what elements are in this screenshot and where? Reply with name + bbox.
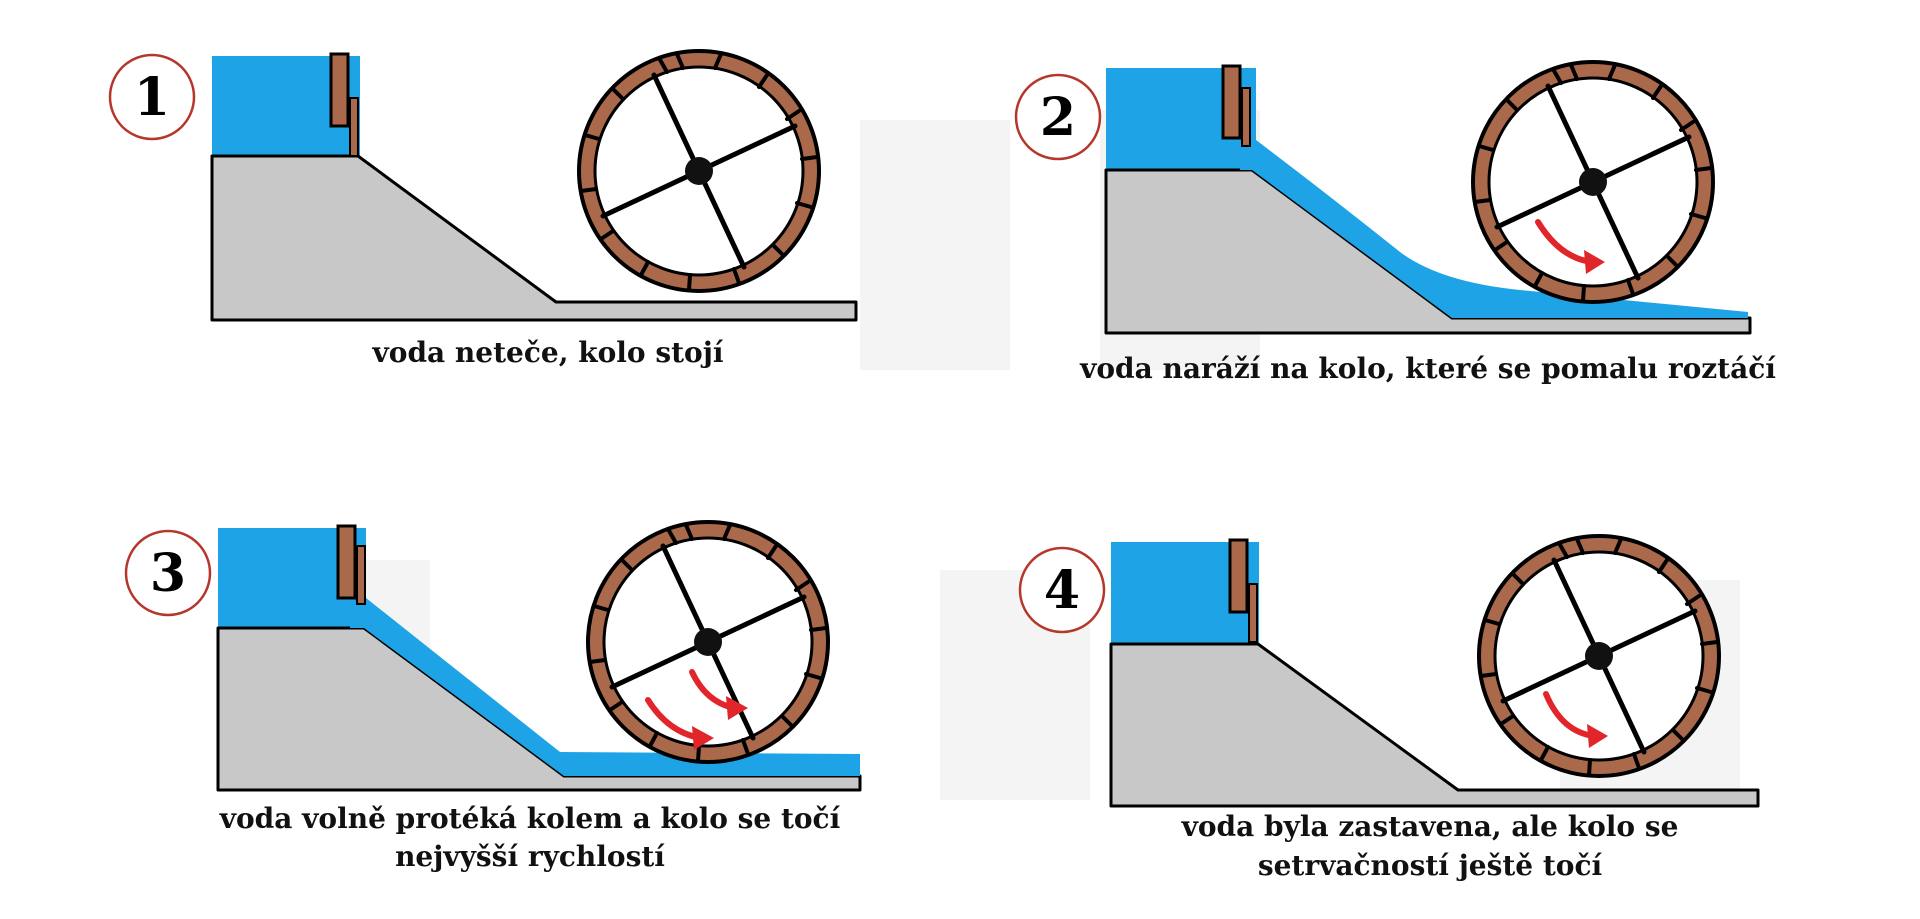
sluice-gate [331, 54, 348, 126]
panel-3: 3 [126, 522, 860, 873]
step-badge: 4 [1020, 548, 1104, 632]
caption-line: setrvačností ještě točí [1258, 849, 1603, 882]
step-badge: 1 [110, 55, 194, 139]
step-number: 2 [1040, 87, 1076, 148]
caption-line: voda naráží na kolo, které se pomalu roz… [1079, 352, 1776, 385]
panel-1: 1 voda neteče, kolo st [110, 51, 856, 369]
caption-line: voda volně protéká kolem a kolo se točí [219, 802, 841, 835]
sluice-gate [338, 526, 355, 598]
sluice-gate-back [357, 546, 365, 604]
caption-line: nejvyšší rychlostí [395, 840, 665, 873]
water-wheel [579, 51, 819, 291]
panel-4: 4 voda byla [1020, 536, 1758, 882]
step-number: 4 [1044, 560, 1080, 621]
step-badge: 3 [126, 531, 210, 615]
caption-line: voda neteče, kolo stojí [372, 336, 724, 369]
step-number: 3 [150, 543, 186, 604]
water-wheel [588, 522, 828, 762]
sluice-gate-back [1249, 584, 1257, 642]
step-badge: 2 [1016, 75, 1100, 159]
sluice-gate [1223, 66, 1240, 138]
sluice-gate-back [1242, 88, 1250, 146]
sluice-gate-back [350, 98, 358, 156]
sluice-gate [1230, 540, 1247, 612]
caption-line: voda byla zastavena, ale kolo se [1181, 810, 1679, 843]
step-number: 1 [134, 67, 170, 128]
